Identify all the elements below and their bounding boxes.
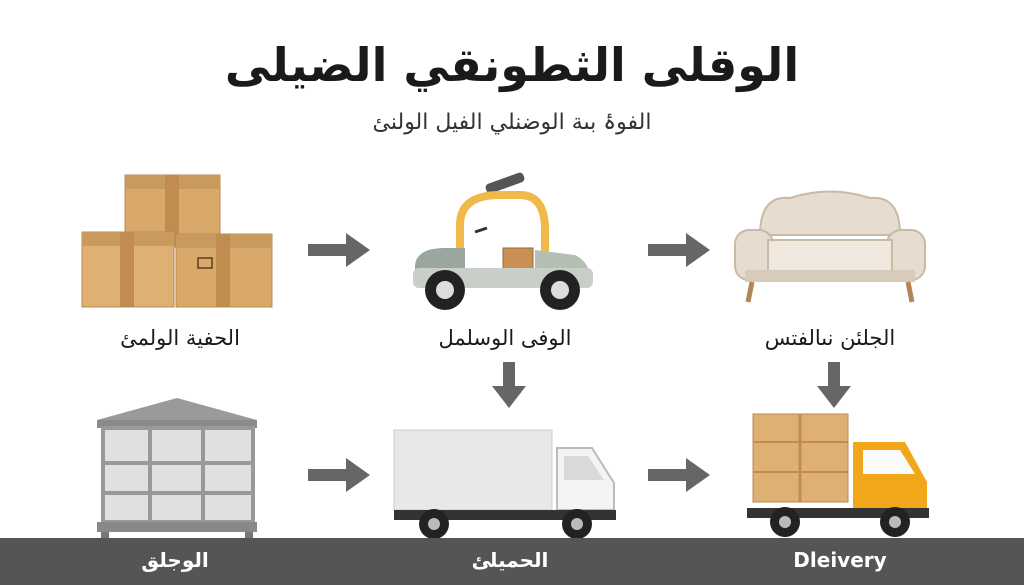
label-cart: الوفى الوسلمل (438, 326, 572, 350)
utility-cart-icon (413, 172, 593, 310)
arrow-down-icon (492, 362, 526, 408)
arrow-right-icon (648, 458, 710, 492)
label-sofa: الجلئن نىالفتس (764, 326, 896, 350)
page-subtitle: الفوۂ بىة الوضنلي الفيل الولنئ (372, 110, 652, 135)
cardboard-boxes-icon (81, 174, 273, 308)
sofa-icon (734, 190, 926, 303)
label-boxes: الحفية الولمئ (120, 326, 240, 350)
label-delivery: Dleivery (793, 548, 887, 572)
warehouse-icon (97, 398, 257, 538)
arrow-down-icon (817, 362, 851, 408)
page-title: الوقلى الثطونقي الضيلى (224, 38, 800, 92)
delivery-truck-icon (747, 413, 929, 537)
label-warehouse: الوجلق (141, 548, 209, 572)
box-truck-icon (393, 429, 616, 539)
label-truck: الحميلئ (471, 548, 549, 572)
arrow-right-icon (308, 458, 370, 492)
arrow-right-icon (648, 233, 710, 267)
bottom-bar (0, 538, 1024, 585)
arrow-right-icon (308, 233, 370, 267)
